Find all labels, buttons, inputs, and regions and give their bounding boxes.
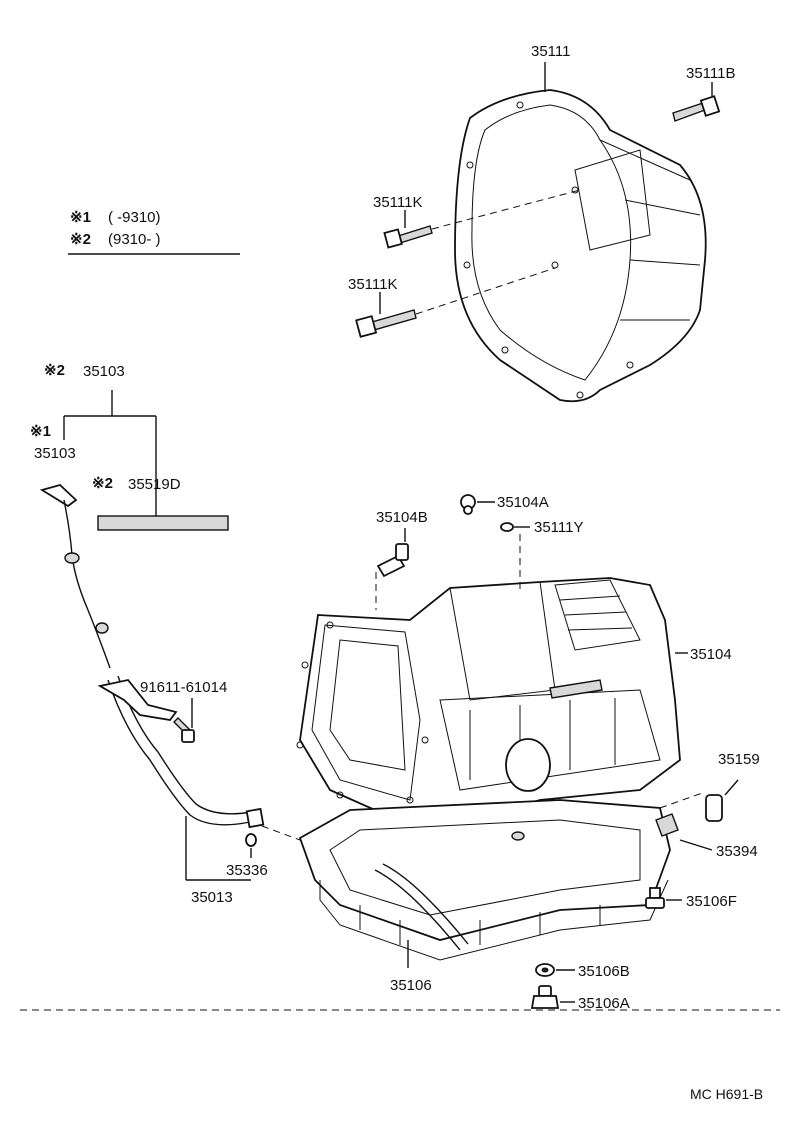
label-35103-note1-mark: ※1 xyxy=(30,423,51,440)
transmission-case-35104 xyxy=(296,494,688,831)
label-35111B: 35111B xyxy=(686,65,736,82)
label-35519D: 35519D xyxy=(128,476,181,493)
filter-35159 xyxy=(705,779,739,822)
label-35103-note2-mark: ※2 xyxy=(44,362,65,379)
label-35104: 35104 xyxy=(690,646,732,663)
label-35111K-lower: 35111K xyxy=(348,276,398,293)
label-35106B: 35106B xyxy=(578,963,630,980)
drain-plug-35106A xyxy=(530,985,575,1009)
bolt-35111K-upper xyxy=(383,189,581,249)
legend: ※1 ( -9310) ※2 (9310- ) xyxy=(68,209,240,255)
label-35111: 35111 xyxy=(531,43,571,60)
note2-mark: ※2 xyxy=(70,231,91,248)
label-35106: 35106 xyxy=(390,977,432,994)
label-35394: 35394 xyxy=(716,843,758,860)
bell-housing-35111 xyxy=(454,62,707,403)
note1-mark: ※1 xyxy=(70,209,91,226)
drain-plug-35106F xyxy=(645,887,682,909)
label-91611-61014: 91611-61014 xyxy=(140,679,227,696)
oil-pan-35106 xyxy=(261,791,706,968)
diagram-code: MC H691-B xyxy=(690,1086,763,1102)
label-35519D-mark: ※2 xyxy=(92,475,113,492)
label-35106A: 35106A xyxy=(578,995,630,1012)
gasket-35394 xyxy=(655,813,713,851)
dipstick-group xyxy=(39,390,265,881)
bolt-35111K-lower xyxy=(355,267,556,338)
label-35013: 35013 xyxy=(191,889,233,906)
seal-strip-35519D xyxy=(97,515,229,531)
label-35106F: 35106F xyxy=(686,893,737,910)
label-35104B: 35104B xyxy=(376,509,428,526)
label-35103-note2: 35103 xyxy=(83,363,125,380)
label-35111K-upper: 35111K xyxy=(373,194,423,211)
label-35336: 35336 xyxy=(226,862,268,879)
label-35103-note1: 35103 xyxy=(34,445,76,462)
label-35111Y: 35111Y xyxy=(534,519,584,536)
label-35104A: 35104A xyxy=(497,494,549,511)
bolt-35111B xyxy=(672,82,721,122)
label-35159: 35159 xyxy=(718,751,760,768)
note1-range: ( -9310) xyxy=(108,209,161,226)
gasket-35106B xyxy=(535,963,575,977)
note2-range: (9310- ) xyxy=(108,231,161,248)
